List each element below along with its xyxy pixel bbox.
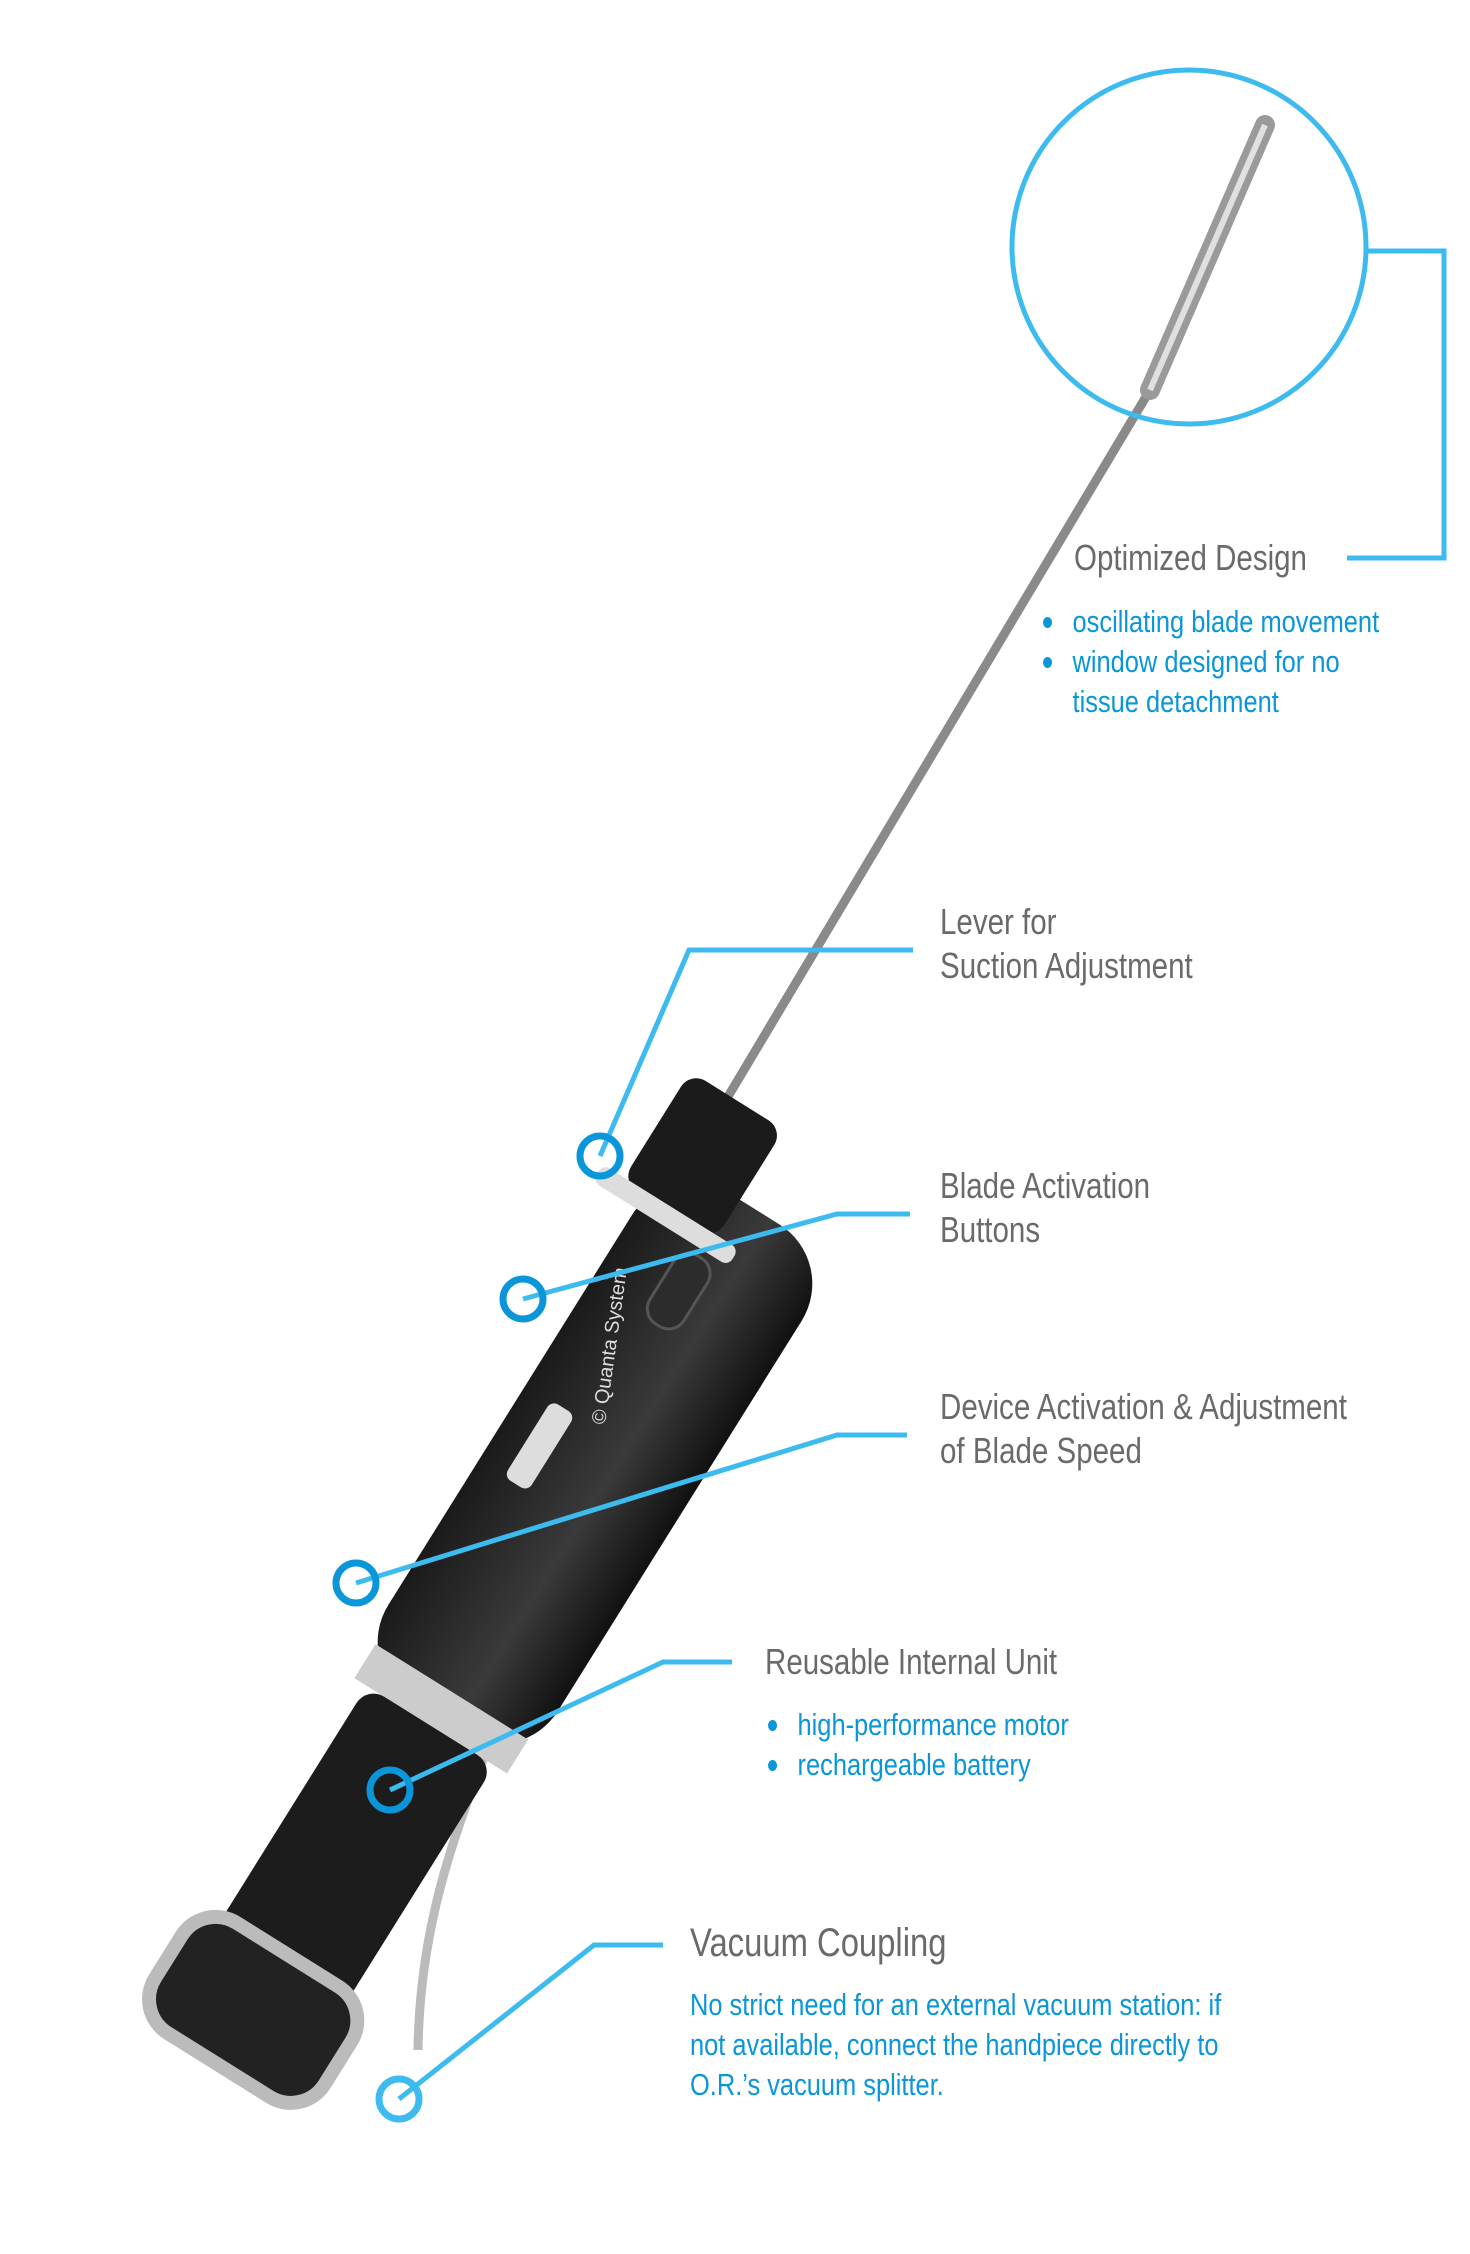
lever-title: Lever for Suction Adjustment — [940, 900, 1193, 988]
callout-lines — [355, 67, 1447, 2101]
line: of Blade Speed — [940, 1430, 1142, 1471]
line: Suction Adjustment — [940, 945, 1193, 986]
bullet: rechargeable battery — [768, 1745, 1069, 1785]
device-activation-title: Device Activation & Adjustment of Blade … — [940, 1385, 1347, 1473]
bullet-continuation: tissue detachment — [1072, 684, 1279, 719]
callout-markers — [332, 1132, 624, 2123]
vacuum-marker — [375, 2075, 423, 2123]
line: No strict need for an external vacuum st… — [690, 1987, 1222, 2022]
line: O.R.’s vacuum splitter. — [690, 2067, 944, 2102]
bullet: oscillating blade movement — [1043, 602, 1379, 642]
lever-marker — [576, 1132, 624, 1180]
bullet: high-performance motor — [768, 1705, 1069, 1745]
unit-marker — [366, 1766, 414, 1814]
vacuum-body: No strict need for an external vacuum st… — [690, 1985, 1221, 2105]
line: not available, connect the handpiece dir… — [690, 2027, 1219, 2062]
buttons-marker — [499, 1275, 547, 1323]
blade-buttons-title: Blade Activation Buttons — [940, 1164, 1150, 1252]
optimized-design-title: Optimized Design — [1074, 537, 1307, 578]
zoom-circle — [1009, 67, 1369, 427]
line: Device Activation & Adjustment — [940, 1386, 1347, 1427]
line: Buttons — [940, 1209, 1041, 1250]
vacuum-title: Vacuum Coupling — [690, 1921, 947, 1965]
line: Lever for — [940, 901, 1057, 942]
optimized-design-bullets: oscillating blade movement window design… — [1043, 602, 1379, 722]
speed-marker — [332, 1559, 380, 1607]
reusable-unit-title: Reusable Internal Unit — [765, 1641, 1058, 1682]
blade-shaft — [716, 387, 1154, 1113]
reusable-unit-bullets: high-performance motor rechargeable batt… — [768, 1705, 1069, 1785]
handpiece-body — [142, 1181, 813, 2110]
line: Blade Activation — [940, 1165, 1151, 1206]
bullet: window designed for no — [1043, 642, 1379, 682]
